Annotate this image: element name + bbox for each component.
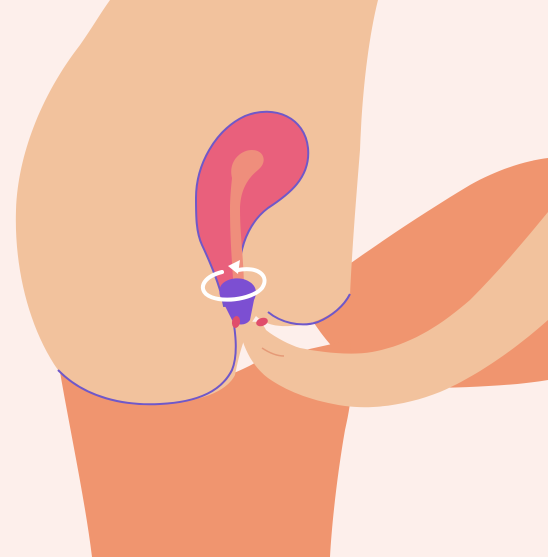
anatomy-illustration xyxy=(0,0,548,557)
illustration-canvas xyxy=(0,0,548,557)
